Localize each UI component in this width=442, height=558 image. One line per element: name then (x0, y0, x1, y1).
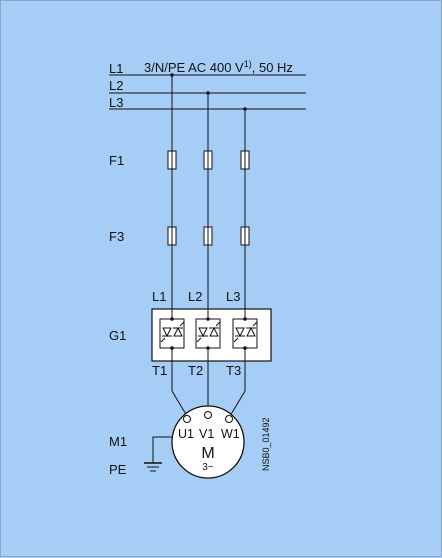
motor-wire-w1 (229, 361, 246, 417)
terminal-v1 (204, 411, 212, 419)
motor-symbol: M (201, 445, 214, 462)
label-l1: L1 (109, 61, 123, 76)
supply-spec-main: 3/N/PE AC 400 V (144, 60, 244, 75)
g1-input-l3: L3 (226, 289, 240, 304)
supply-spec: 3/N/PE AC 400 V1), 50 Hz (144, 59, 293, 75)
label-g1: G1 (109, 328, 126, 343)
g1-input-l2: L2 (188, 289, 202, 304)
label-l3: L3 (109, 95, 123, 110)
terminal-w1 (225, 415, 233, 423)
label-pe: PE (109, 462, 127, 477)
supply-spec-tail: , 50 Hz (252, 60, 293, 75)
g1-output-t1: T1 (152, 363, 167, 378)
g1-input-l1: L1 (152, 289, 166, 304)
label-l2: L2 (109, 78, 123, 93)
label-f3: F3 (109, 229, 124, 244)
motor-wire-u1 (171, 361, 188, 417)
g1-output-t2: T2 (188, 363, 203, 378)
supply-spec-sup: 1) (244, 59, 252, 69)
motor-terminal-w1: W1 (221, 427, 240, 441)
motor-terminal-v1: V1 (199, 427, 214, 441)
bypass-contacts (159, 319, 234, 348)
label-f1: F1 (109, 153, 124, 168)
motor-m1 (171, 405, 245, 479)
motor-phase: 3~ (202, 462, 214, 473)
motor-terminal-u1: U1 (178, 427, 194, 441)
earth-icon (144, 436, 172, 472)
label-m1: M1 (109, 434, 127, 449)
g1-softstarter (151, 308, 272, 362)
g1-output-t3: T3 (226, 363, 241, 378)
drawing-id: NSB0_01492 (261, 417, 271, 471)
terminal-u1 (183, 415, 191, 423)
